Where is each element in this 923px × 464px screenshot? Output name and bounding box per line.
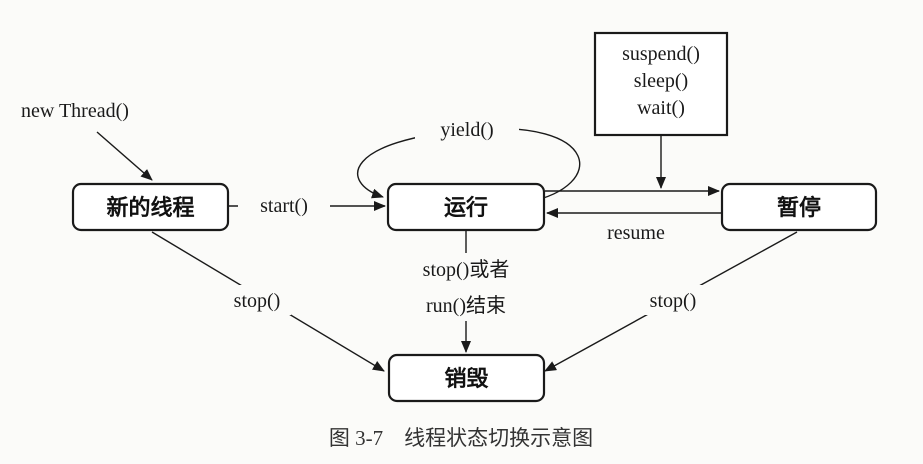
wait-label: wait() xyxy=(637,97,685,119)
stop-or-line1-label: stop()或者 xyxy=(423,258,510,281)
state-paused-label: 暂停 xyxy=(777,195,821,221)
yield-label: yield() xyxy=(440,119,493,141)
blocking-actions-box xyxy=(593,31,729,137)
state-destroyed-label: 销毁 xyxy=(444,367,488,392)
start-label: start() xyxy=(260,195,308,217)
state-new-thread-label: 新的线程 xyxy=(106,195,194,221)
state-new-thread: 新的线程 xyxy=(71,182,230,232)
sleep-label: sleep() xyxy=(634,70,688,92)
state-destroyed: 销毁 xyxy=(387,353,546,403)
new-thread-call-label: new Thread() xyxy=(21,100,129,122)
stop-left-label: stop() xyxy=(234,290,281,312)
state-paused: 暂停 xyxy=(720,182,878,232)
state-running: 运行 xyxy=(386,182,546,232)
resume-label: resume xyxy=(607,222,665,244)
stop-right-label: stop() xyxy=(650,290,697,312)
figure-caption: 图 3-7 线程状态切换示意图 xyxy=(329,426,593,450)
suspend-label: suspend() xyxy=(622,43,700,65)
stop-or-line2-label: run()结束 xyxy=(426,294,506,317)
state-running-label: 运行 xyxy=(444,195,488,221)
new-thread-arrow xyxy=(96,131,153,181)
